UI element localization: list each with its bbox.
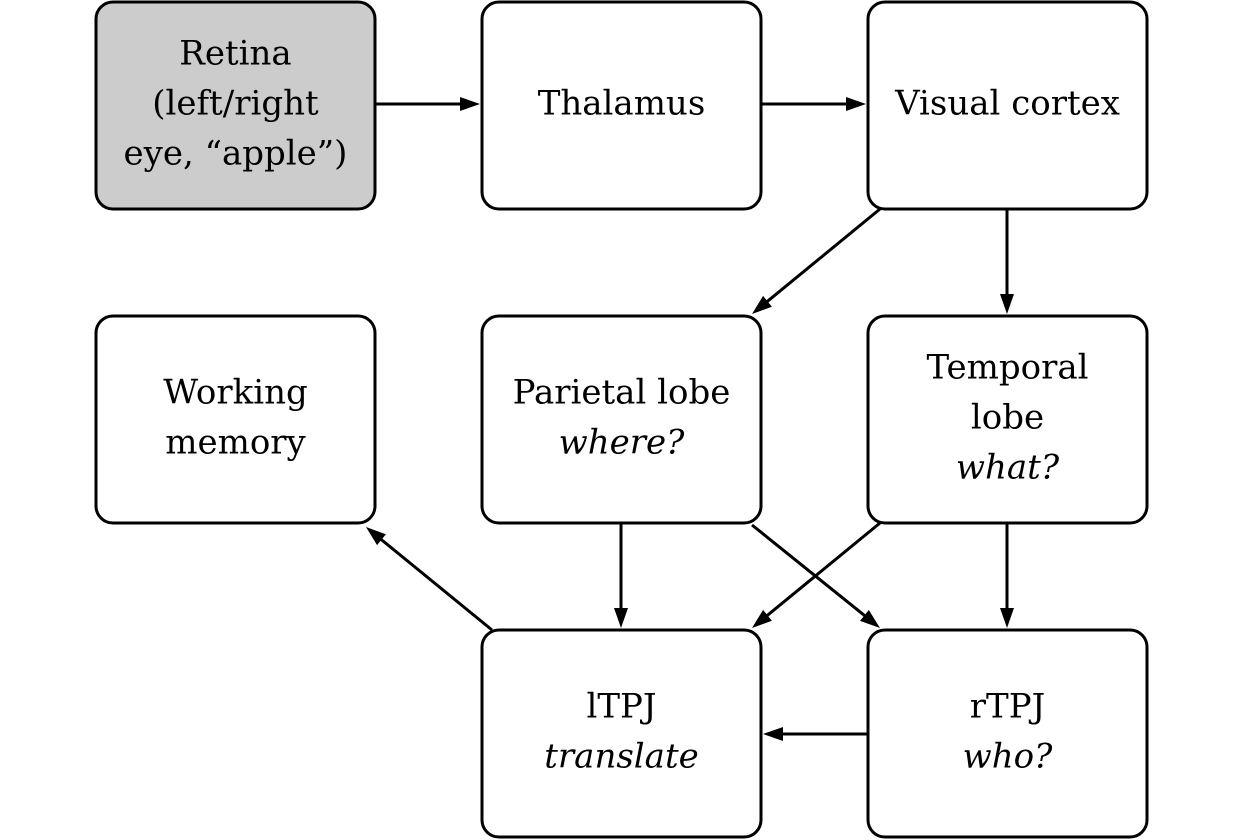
node-label-rtpj-0: rTPJ [970, 687, 1045, 727]
node-label-temporal-lobe-1: lobe [971, 398, 1044, 438]
nodes-layer: Retina (left/right eye, “apple”) Thalamus Vi… [94, 0, 1149, 839]
node-label-parietal-lobe-0: Parietal lobe [513, 373, 731, 413]
node-label-retina-1: (left/right [152, 84, 319, 124]
node-temporal-lobe: Temporal lobe what? [866, 314, 1149, 525]
node-parietal-lobe: Parietal lobe where? [480, 314, 763, 525]
node-label-ltpj-1: translate [544, 737, 698, 777]
edge-parietal-lobe-to-ltpj [614, 523, 628, 628]
arrowhead-icon [1000, 608, 1014, 628]
node-label-working-memory-1: memory [165, 423, 306, 463]
node-label-thalamus-0: Thalamus [538, 84, 706, 124]
node-label-rtpj-1: who? [963, 737, 1053, 777]
node-box-ltpj [480, 628, 763, 839]
edge-ltpj-to-working-memory [366, 527, 493, 632]
edge-visual-cortex-to-parietal-lobe [752, 207, 881, 314]
arrowhead-icon [752, 295, 772, 314]
edge-rtpj-to-ltpj [763, 727, 868, 741]
arrowhead-icon [860, 610, 880, 628]
node-label-temporal-lobe-0: Temporal [926, 348, 1088, 388]
node-label-retina-2: eye, “apple”) [124, 134, 348, 174]
node-thalamus: Thalamus [480, 0, 763, 211]
arrowhead-icon [752, 609, 772, 628]
arrowhead-icon [614, 608, 628, 628]
node-box-rtpj [866, 628, 1149, 839]
node-label-working-memory-0: Working [163, 373, 308, 413]
node-label-ltpj-0: lTPJ [586, 687, 656, 727]
edges-layer [366, 97, 1014, 741]
node-box-parietal-lobe [480, 314, 763, 525]
arrowhead-icon [366, 527, 386, 546]
node-label-temporal-lobe-2: what? [956, 448, 1060, 488]
edge-parietal-lobe-to-rtpj [751, 523, 880, 628]
node-label-visual-cortex-0: Visual cortex [894, 84, 1120, 124]
node-retina: Retina (left/right eye, “apple”) [94, 0, 377, 211]
node-visual-cortex: Visual cortex [866, 0, 1149, 211]
arrowhead-icon [1000, 294, 1014, 314]
edge-visual-cortex-to-temporal-lobe [1000, 209, 1014, 314]
node-label-retina-0: Retina [179, 34, 291, 74]
edge-temporal-lobe-to-rtpj [1000, 523, 1014, 628]
arrowhead-icon [763, 727, 783, 741]
node-label-parietal-lobe-1: where? [559, 423, 685, 463]
arrowhead-icon [460, 97, 480, 111]
edge-line [751, 523, 867, 618]
edge-line [378, 537, 493, 632]
edge-line [764, 207, 881, 304]
node-rtpj: rTPJ who? [866, 628, 1149, 839]
node-ltpj: lTPJ translate [480, 628, 763, 839]
node-working-memory: Working memory [94, 314, 377, 525]
arrowhead-icon [846, 97, 866, 111]
node-box-retina [94, 0, 377, 211]
node-box-thalamus [480, 0, 763, 211]
node-box-working-memory [94, 314, 377, 525]
edge-temporal-lobe-to-ltpj [752, 521, 881, 628]
node-box-visual-cortex [866, 0, 1149, 211]
edge-retina-to-thalamus [375, 97, 480, 111]
edge-line [764, 521, 881, 618]
edge-thalamus-to-visual-cortex [761, 97, 866, 111]
node-box-temporal-lobe [866, 314, 1149, 525]
